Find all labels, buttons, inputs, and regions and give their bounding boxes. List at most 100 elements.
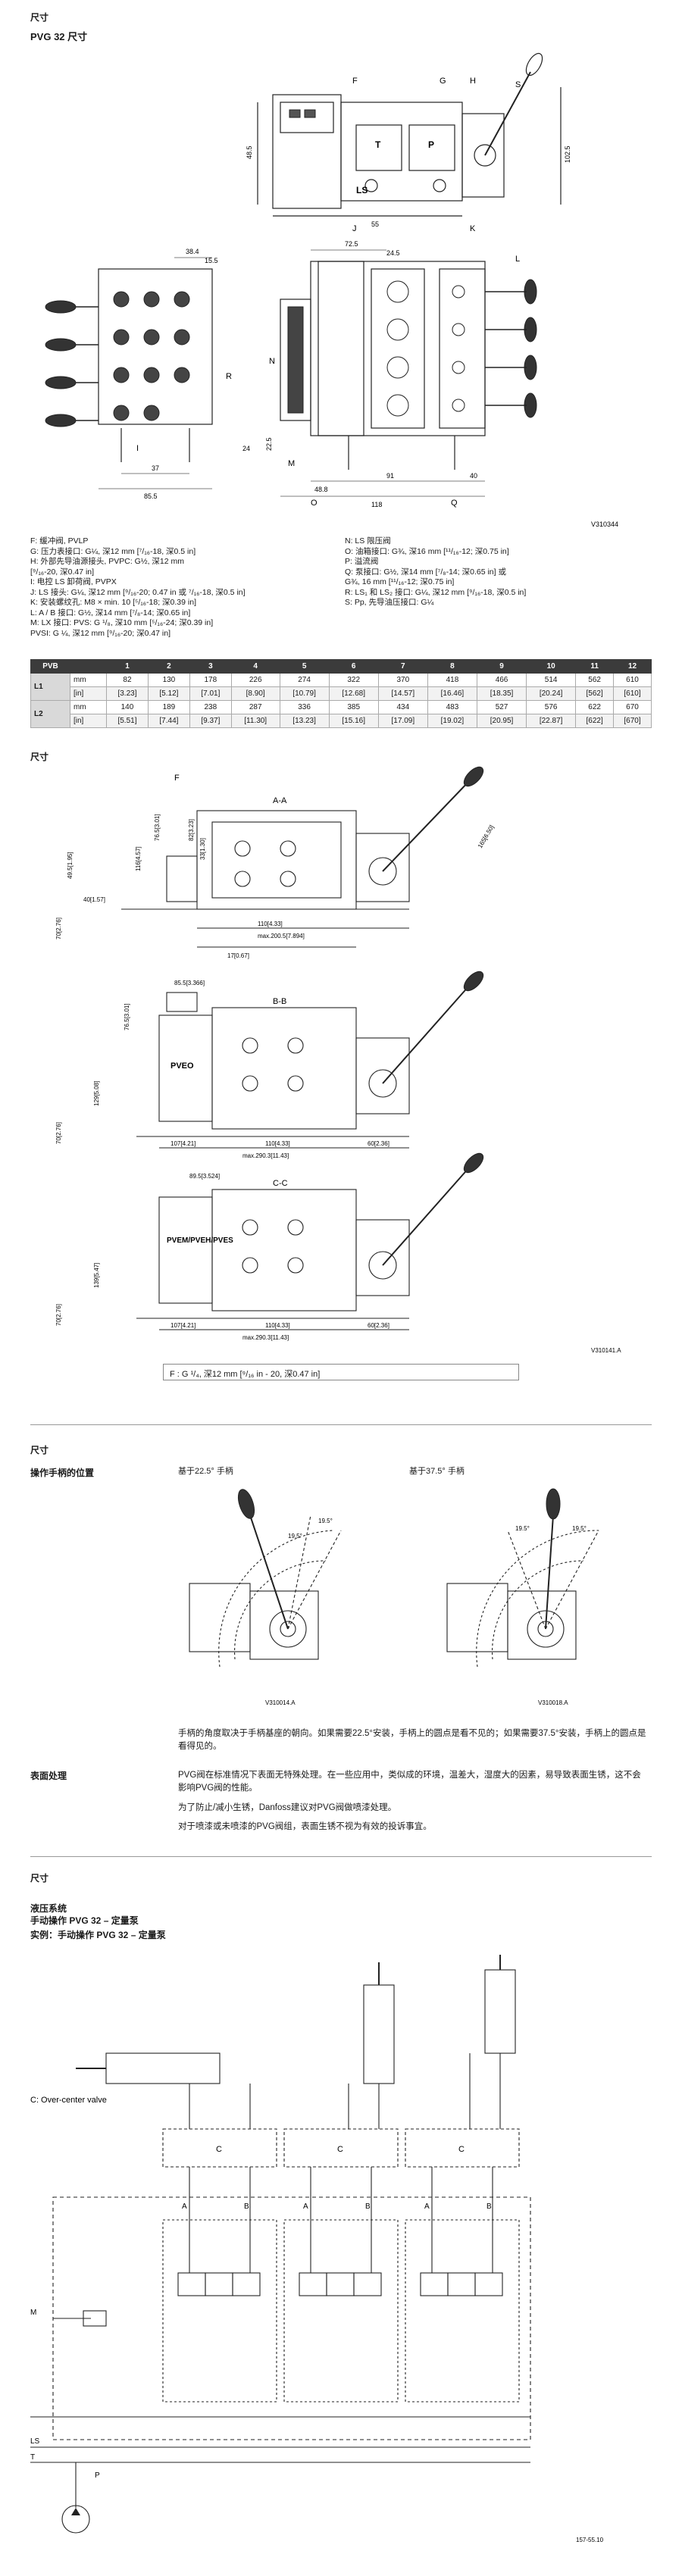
table-cell: [670] xyxy=(613,714,652,728)
cut-label-A-A: A-A xyxy=(273,796,287,805)
dim-24: 24 xyxy=(242,445,250,452)
port-B-1: B xyxy=(244,2202,249,2211)
page-divider-2 xyxy=(30,1856,652,1857)
fig1-code: V310344 xyxy=(591,521,618,528)
legend-item: M: LX 接口: PVS: G ¹/₈, 深10 mm [⁵/₁₆-24; 深… xyxy=(30,618,214,627)
port-A-2: A xyxy=(303,2202,308,2211)
table-cell: 514 xyxy=(526,673,577,687)
surface-p1: PVG阀在标准情况下表面无特殊处理。在一些应用中，类似成的环境，温差大，湿度大的… xyxy=(178,1771,641,1793)
legend-item: O: 油箱接口: G¾, 深16 mm [¹¹/₁₆-12; 深0.75 in] xyxy=(345,546,509,556)
table-row: [in] [3.23] [5.12] [7.01] [8.90] [10.79]… xyxy=(31,686,652,701)
port-B-2: B xyxy=(365,2202,371,2211)
legend-item: Q: 泵接口: G½, 深14 mm [⁷/₈-14; 深0.65 in] 或 xyxy=(345,567,506,577)
table-cell: [17.09] xyxy=(377,714,428,728)
handle-position-drawings: 19.5° 19.5° V310014.A 19.5° 19.5° V31001… xyxy=(189,1488,599,1706)
table-cell: 622 xyxy=(575,700,615,714)
dim-48-8: 48.8 xyxy=(314,486,328,493)
section-label-dimensions-4: 尺寸 xyxy=(30,1873,49,1884)
pveo-label: PVEO xyxy=(170,1061,194,1071)
legend-item: H: 外部先导油源接头, PVPC: G½, 深12 mm xyxy=(30,557,185,566)
table-cell: 130 xyxy=(147,673,190,687)
table-cell: [22.87] xyxy=(526,714,577,728)
dim-76-5-b: 76.5[3.01] xyxy=(124,1003,130,1030)
dim-110-b: 110[4.33] xyxy=(265,1140,290,1147)
table-header-cell: 4 xyxy=(230,659,280,674)
table-header-cell: 2 xyxy=(147,659,190,674)
surface-p2: 为了防止/减小生锈，Danfoss建议对PVG阀做喷漆处理。 xyxy=(178,1803,397,1812)
dim-118: 118 xyxy=(371,501,382,508)
dim-max-200-5: max.200.5[7.894] xyxy=(258,933,305,939)
label-I: I xyxy=(136,444,139,453)
legend-item: I: 电控 LS 卸荷阀, PVPX xyxy=(30,577,117,586)
dim-91: 91 xyxy=(386,472,394,480)
angle-19-5-right: 19.5° xyxy=(318,1518,333,1524)
surface-p3: 对于喷漆或未喷漆的PVG阀组，表面生锈不视为有效的投诉事宜。 xyxy=(178,1822,432,1831)
page-title: PVG 32 尺寸 xyxy=(30,31,88,42)
row-label-L2: L2 xyxy=(30,700,70,728)
port-f-note: F : G ¹/₄, 深12 mm [⁹/₁₆ in - 20, 深0.47 i… xyxy=(163,1364,519,1380)
table-header-row: PVB 1 2 3 4 5 6 7 8 9 10 11 12 xyxy=(30,659,652,674)
label-K: K xyxy=(470,224,476,233)
label-Q: Q xyxy=(451,499,458,508)
legend-item: PVSI: G ¼, 深12 mm [⁹/₁₆-20; 深0.47 in] xyxy=(30,628,171,638)
legend-item: F: 缓冲阀, PVLP xyxy=(30,536,89,546)
code-right: V310018.A xyxy=(538,1699,568,1706)
port-B-3: B xyxy=(486,2202,492,2211)
unit-cell: mm xyxy=(70,673,107,687)
dim-165: 165[6.50] xyxy=(477,824,495,849)
page-divider xyxy=(30,1424,652,1425)
handle-position-heading: 操作手柄的位置 xyxy=(30,1468,95,1478)
table-cell: 527 xyxy=(476,700,527,714)
table-cell: [13.23] xyxy=(279,714,330,728)
table-cell: [5.12] xyxy=(147,686,190,701)
label-G: G xyxy=(440,77,446,86)
dim-89-5: 89.5[3.524] xyxy=(189,1173,220,1180)
port-T: T xyxy=(30,2453,35,2462)
table-cell: [12.68] xyxy=(328,686,379,701)
legend-right: N: LS 限压阀 O: 油箱接口: G¾, 深16 mm [¹¹/₁₆-12;… xyxy=(345,536,526,608)
c-label-2: C xyxy=(337,2145,343,2154)
table-header-cell xyxy=(70,659,107,674)
label-O: O xyxy=(311,499,318,508)
dim-max-290-c: max.290.3[11.43] xyxy=(242,1334,289,1341)
over-center-label: C: Over-center valve xyxy=(30,2096,107,2105)
schematic-code: 157-55.10 xyxy=(576,2537,604,2543)
table-cell: [622] xyxy=(575,714,615,728)
table-cell: 434 xyxy=(377,700,428,714)
table-cell: [14.57] xyxy=(377,686,428,701)
table-row: [in] [5.51] [7.44] [9.37] [11.30] [13.23… xyxy=(31,714,652,728)
table-header-cell: 5 xyxy=(279,659,330,674)
table-cell: 178 xyxy=(189,673,232,687)
table-cell: [20.24] xyxy=(526,686,577,701)
dim-116: 116[4.57] xyxy=(135,846,142,871)
port-M: M xyxy=(30,2309,36,2317)
table-cell: 336 xyxy=(279,700,330,714)
unit-cell: [in] xyxy=(70,686,107,701)
angle-19-5-r3: 19.5° xyxy=(572,1525,587,1532)
table-cell: 385 xyxy=(328,700,379,714)
dim-107: 107[4.21] xyxy=(170,1140,196,1147)
fig2-code: V310141.A xyxy=(591,1347,621,1354)
table-cell: [15.16] xyxy=(328,714,379,728)
label-F: F xyxy=(352,77,358,86)
dim-17: 17[0.67] xyxy=(227,952,249,959)
table-cell: 287 xyxy=(230,700,280,714)
label-N: N xyxy=(269,357,275,366)
row-label-L1: L1 xyxy=(30,673,70,701)
dim-76-5: 76.5[3.01] xyxy=(154,814,161,841)
surface-treatment-heading: 表面处理 xyxy=(30,1771,67,1781)
table-cell: 562 xyxy=(575,673,615,687)
label-P: P xyxy=(428,139,434,150)
dim-24-5: 24.5 xyxy=(386,249,400,257)
label-R: R xyxy=(226,372,232,381)
table-cell: [16.46] xyxy=(427,686,477,701)
legend-item: R: LS₁ 和 LS₂ 接口: G¼, 深12 mm [⁹/₁₆-18, 深0… xyxy=(345,587,527,597)
port-A-3: A xyxy=(424,2202,430,2211)
handle-37-5-caption: 基于37.5° 手柄 xyxy=(409,1467,465,1476)
table-cell: 226 xyxy=(230,673,280,687)
dim-55: 55 xyxy=(371,220,379,228)
table-cell: 370 xyxy=(377,673,428,687)
dim-139: 139[5.47] xyxy=(93,1263,100,1288)
dim-15-5: 15.5 xyxy=(205,257,218,264)
dim-40: 40 xyxy=(470,472,477,480)
